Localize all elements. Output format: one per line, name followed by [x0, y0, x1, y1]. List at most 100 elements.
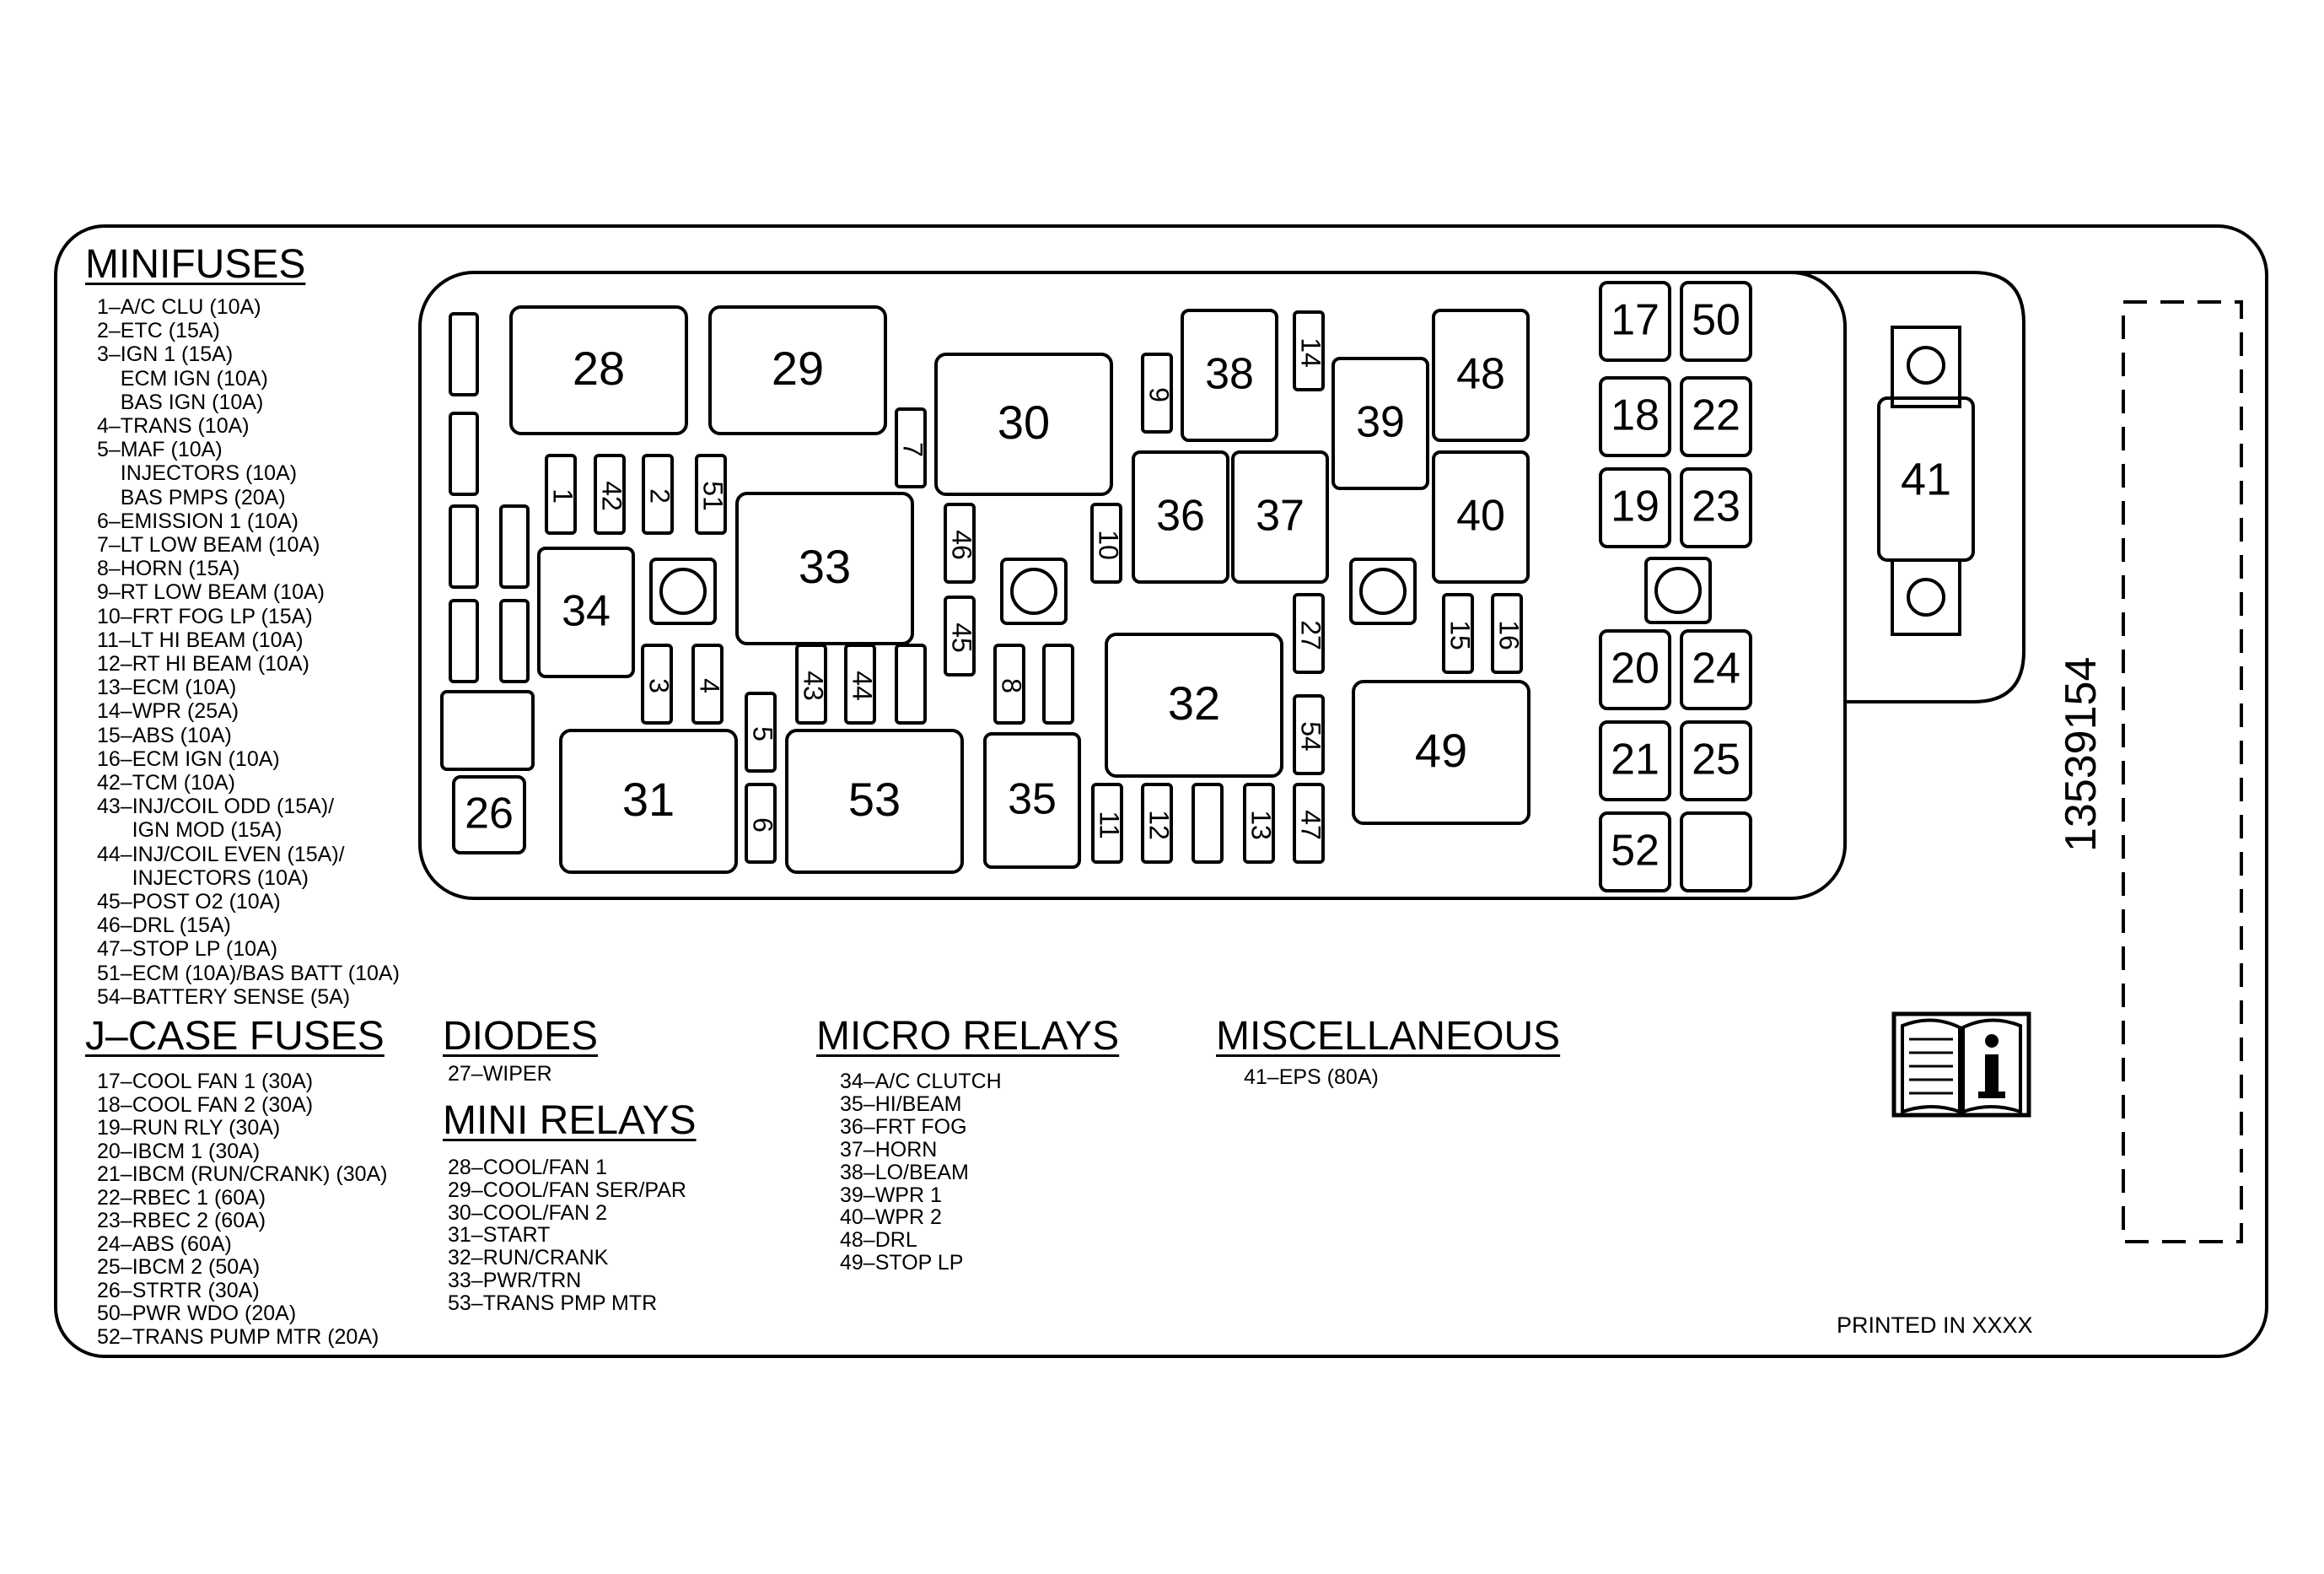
micro-relays-list-item: 36–FRT FOG	[840, 1114, 967, 1139]
spare-fuse-slot	[1192, 783, 1224, 864]
micro-relay-36-label: 36	[1156, 492, 1205, 541]
mini-relays-list-item: 31–START	[448, 1223, 551, 1248]
minifuse-27	[1293, 593, 1325, 674]
jcase-fuse-26-label: 26	[465, 790, 514, 838]
minifuse-47-label: 47	[1296, 810, 1326, 840]
minifuses-list-item: 13–ECM (10A)	[97, 676, 237, 700]
ground-stud-left-bolt	[659, 568, 707, 615]
minifuses-list-item: 14–WPR (25A)	[97, 699, 239, 724]
micro-relay-39-label: 39	[1356, 398, 1405, 447]
spare-fuse-slot	[449, 312, 479, 396]
jcase-fuse-20-label: 20	[1611, 644, 1660, 693]
minifuses-list-item: IGN MOD (15A)	[97, 818, 282, 843]
fuse-block-outline	[418, 271, 1847, 900]
micro-relay-38	[1181, 309, 1278, 442]
owner-manual-info-icon	[1891, 1011, 2031, 1118]
jcase-list-item: 25–IBCM 2 (50A)	[97, 1255, 261, 1279]
minifuse-3	[641, 644, 673, 725]
minifuse-1	[545, 454, 577, 535]
minifuses-list-item: 10–FRT FOG LP (15A)	[97, 604, 313, 628]
minifuse-46-label: 46	[947, 530, 977, 560]
minifuses-list-item: 43–INJ/COIL ODD (15A)/	[97, 795, 335, 819]
jcase-fuses-title: J–CASE FUSES	[85, 1014, 385, 1059]
mini-relays-list-item: 53–TRANS PMP MTR	[448, 1291, 658, 1315]
minifuses-list-item: 2–ETC (15A)	[97, 319, 220, 343]
part-number: 13539154	[2057, 656, 2106, 852]
jcase-fuse-21-label: 21	[1611, 736, 1660, 784]
ground-stud-center-bolt	[1010, 568, 1057, 615]
minifuse-2-label: 2	[645, 488, 675, 504]
label-border	[54, 224, 2268, 1358]
ground-stud-right-bolt	[1359, 568, 1407, 615]
spare-jcase-slot	[1680, 811, 1752, 892]
mini-relays-list-item: 28–COOL/FAN 1	[448, 1156, 607, 1179]
minifuses-list-item: 51–ECM (10A)/BAS BATT (10A)	[97, 961, 400, 985]
minifuses-list-item: 9–RT LOW BEAM (10A)	[97, 580, 325, 605]
mini-relay-33-label: 33	[799, 540, 851, 593]
mega-fuse-41-tab-bottom	[1891, 558, 1961, 636]
ground-stud-right-socket	[1349, 558, 1417, 625]
mini-relay-30	[934, 353, 1113, 496]
minifuse-1-label: 1	[548, 488, 578, 504]
mini-relay-30-label: 30	[998, 396, 1050, 449]
mini-relays-title: MINI RELAYS	[443, 1098, 697, 1143]
jcase-fuse-18-label: 18	[1611, 391, 1660, 440]
minifuse-13-label: 13	[1246, 810, 1277, 840]
minifuses-list-item: ECM IGN (10A)	[97, 366, 268, 391]
micro-relay-40-label: 40	[1456, 492, 1505, 541]
minifuses-list-item: 44–INJ/COIL EVEN (15A)/	[97, 842, 345, 866]
mini-relays-list-item: 33–PWR/TRN	[448, 1268, 582, 1292]
jcase-fuses-section: J–CASE FUSES 17–COOL FAN 1 (30A)18–COOL …	[85, 1016, 388, 1349]
jcase-list-item: 21–IBCM (RUN/CRANK) (30A)	[97, 1162, 388, 1186]
mini-relay-29-label: 29	[772, 342, 824, 395]
miscellaneous-title: MISCELLANEOUS	[1216, 1014, 1561, 1059]
jcase-list-item: 26–STRTR (30A)	[97, 1278, 260, 1302]
minifuse-4	[691, 644, 724, 725]
spare-fuse-slot	[499, 504, 530, 589]
minifuse-16	[1491, 593, 1523, 674]
jcase-fuse-24	[1680, 629, 1752, 710]
jcase-list-item: 24–ABS (60A)	[97, 1232, 232, 1256]
jcase-fuse-17	[1599, 281, 1671, 362]
minifuse-43	[795, 644, 827, 725]
micro-relay-48-label: 48	[1456, 350, 1505, 399]
jcase-fuse-23-label: 23	[1692, 482, 1740, 531]
minifuses-list-item: 54–BATTERY SENSE (5A)	[97, 984, 351, 1009]
minifuses-list-item: 42–TCM (10A)	[97, 771, 235, 795]
micro-relay-36	[1132, 450, 1229, 584]
jcase-fuse-50-label: 50	[1692, 296, 1740, 345]
minifuses-list-item: 3–IGN 1 (15A)	[97, 342, 234, 367]
minifuses-list-item: BAS IGN (10A)	[97, 390, 264, 414]
jcase-fuse-52	[1599, 811, 1671, 892]
micro-relay-35-label: 35	[1008, 775, 1057, 824]
mini-relay-31	[559, 729, 738, 874]
minifuse-9	[1141, 353, 1173, 434]
minifuse-9-label: 9	[1144, 387, 1175, 402]
jcase-list-item: 19–RUN RLY (30A)	[97, 1116, 281, 1140]
micro-relay-48	[1432, 309, 1530, 442]
diodes-list-item: 27–WIPER	[448, 1062, 552, 1086]
minifuse-45-label: 45	[947, 623, 977, 653]
minifuses-list-item: INJECTORS (10A)	[97, 461, 298, 486]
minifuses-list-item: 12–RT HI BEAM (10A)	[97, 652, 309, 676]
minifuse-47	[1293, 783, 1325, 864]
minifuse-54-label: 54	[1296, 721, 1326, 752]
miscellaneous-section: MISCELLANEOUS 41–EPS (80A)	[1216, 1014, 1561, 1090]
micro-relay-37-label: 37	[1256, 492, 1305, 541]
spare-fuse-slot	[449, 412, 479, 496]
mini-relay-29	[708, 305, 887, 435]
misc-list-item: 41–EPS (80A)	[1244, 1065, 1379, 1089]
printed-in-label: PRINTED IN XXXX	[1837, 1313, 2033, 1338]
minifuses-list: 1–A/C CLU (10A)2–ETC (15A)3–IGN 1 (15A) …	[85, 295, 400, 1009]
jcase-list-item: 22–RBEC 1 (60A)	[97, 1185, 266, 1210]
mini-relays-list-item: 32–RUN/CRANK	[448, 1246, 609, 1270]
micro-relays-list-item: 37–HORN	[840, 1137, 938, 1162]
minifuse-15	[1442, 593, 1474, 674]
minifuse-15-label: 15	[1445, 620, 1476, 650]
minifuses-list-item: 15–ABS (10A)	[97, 723, 232, 747]
miscellaneous-list: 41–EPS (80A)	[1216, 1065, 1560, 1089]
mega-fuse-41: 41	[1877, 326, 1975, 636]
minifuses-list-item: 45–POST O2 (10A)	[97, 890, 281, 914]
spare-fuse-slot	[499, 599, 530, 683]
